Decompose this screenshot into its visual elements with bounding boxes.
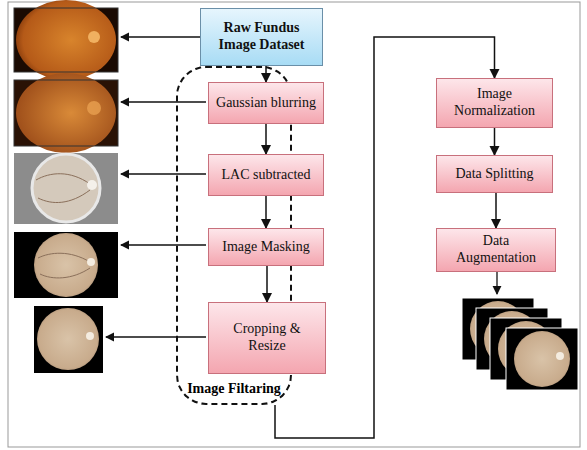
raw-thumbnail [14,0,118,80]
box-label: Image Masking [222,239,309,256]
flow-arrow [266,266,268,302]
flow-arrow [265,124,267,154]
cropped-thumbnail [34,306,103,373]
region-label: Image Filtaring [178,381,290,397]
process-box: Gaussian blurring [208,82,324,124]
flow-arrow [265,196,267,228]
flow-arrow [495,193,497,228]
box-label: LAC subtracted [221,167,310,184]
box-label: Data Augmentation [442,233,550,267]
flow-arrow [494,128,496,155]
blurred-thumbnail [14,73,118,153]
augmented-stack [462,298,578,390]
process-box: Image Masking [208,228,324,266]
box-label: Raw Fundus Image Dataset [206,20,317,54]
process-box: Image Normalization [436,78,553,128]
lac-thumbnail [14,153,118,224]
box-label: Cropping & Resize [214,321,320,355]
box-label: Gaussian blurring [216,95,316,112]
process-box: Cropping & Resize [208,302,326,374]
box-label: Image Normalization [442,86,547,120]
process-box: Data Splitting [436,155,553,193]
masked-thumbnail [14,232,118,298]
dataset-box: Raw Fundus Image Dataset [200,8,323,66]
flow-arrow [265,66,267,82]
process-box: Data Augmentation [436,228,556,272]
filter-region: Image FiltaringGaussian blurringLAC subt… [176,66,292,405]
box-label: Data Splitting [455,166,533,183]
process-box: LAC subtracted [208,154,324,196]
